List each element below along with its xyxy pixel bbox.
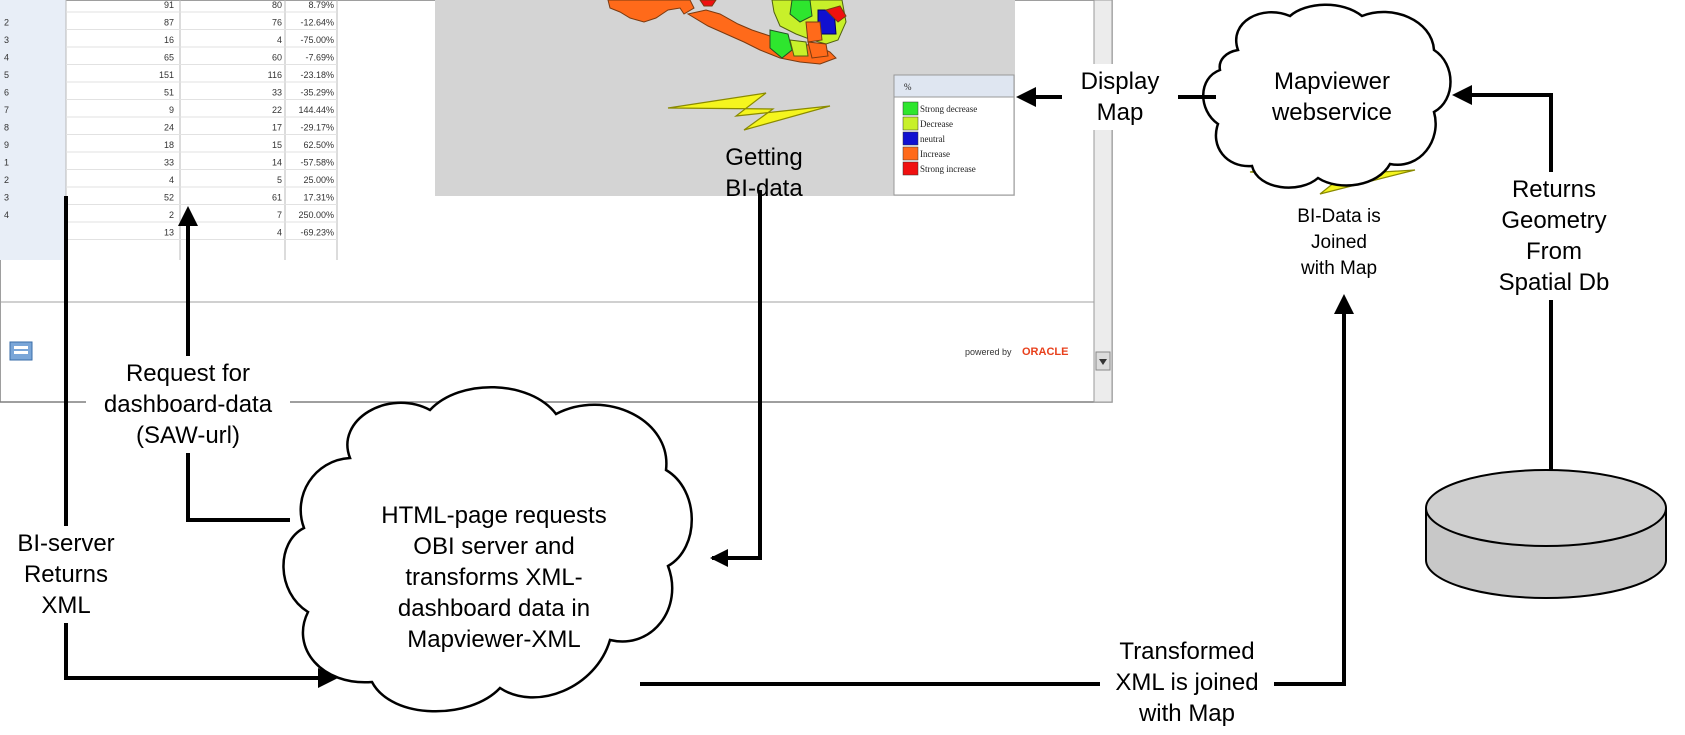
table-cell-change: -23.18% — [300, 70, 334, 80]
legend-swatch — [902, 161, 919, 176]
table-cell-change: -69.23% — [300, 228, 334, 238]
table-cell-a: 91 — [164, 0, 174, 10]
display-map-label: Display Map — [1062, 64, 1178, 130]
legend-label: Decrease — [920, 119, 953, 129]
table-cell-change: -57.58% — [300, 158, 334, 168]
table-cell-change: -35.29% — [300, 88, 334, 98]
table-cell-change: 62.50% — [303, 140, 334, 150]
legend-swatch — [902, 146, 919, 161]
table-cell-b: 61 — [272, 193, 282, 203]
table-cell-b: 116 — [268, 70, 282, 80]
table-cell-b: 14 — [272, 158, 282, 168]
table-cell-a: 24 — [164, 123, 174, 133]
row-number: 4 — [4, 210, 9, 220]
table-cell-change: 25.00% — [303, 175, 334, 185]
table-cell-b: 80 — [272, 0, 282, 10]
table-cell-b: 4 — [277, 35, 282, 45]
table-cell-change: 144.44% — [298, 105, 334, 115]
mapviewer-webservice-label: Mapviewer webservice — [1271, 68, 1393, 126]
table-cell-a: 13 — [164, 228, 174, 238]
table-cell-a: 65 — [164, 53, 174, 63]
map-region-shape — [607, 0, 695, 23]
table-cell-a: 151 — [159, 70, 174, 80]
row-number: 3 — [4, 35, 9, 45]
table-cell-change: 17.31% — [303, 193, 334, 203]
getting-bi-data-label: Getting BI-data — [725, 144, 803, 202]
legend-label: neutral — [920, 134, 945, 144]
legend-swatch — [902, 116, 919, 131]
table-cell-change: 8.79% — [308, 0, 334, 10]
bi-server-returns-xml-label: BI-server Returns XML — [4, 526, 128, 623]
table-cell-a: 87 — [164, 18, 174, 28]
table-cell-a: 2 — [169, 210, 174, 220]
table-cell-b: 17 — [272, 123, 282, 133]
table-cell-change: -12.64% — [300, 18, 334, 28]
table-cell-change: 250.00% — [298, 210, 334, 220]
row-number: 5 — [4, 70, 9, 80]
html-page-cloud — [282, 385, 693, 713]
powered-by-text: powered by — [965, 347, 1012, 357]
row-number: 6 — [4, 88, 9, 98]
row-number: 7 — [4, 105, 9, 115]
table-cell-a: 16 — [164, 35, 174, 45]
table-cell-a: 52 — [164, 193, 174, 203]
table-cell-change: -29.17% — [300, 123, 334, 133]
row-number: 4 — [4, 53, 9, 63]
legend-label: Strong increase — [920, 164, 976, 174]
table-cell-b: 7 — [277, 210, 282, 220]
spatial-database-icon — [1425, 469, 1667, 599]
table-cell-a: 9 — [169, 105, 174, 115]
mapviewer-cloud — [1202, 3, 1452, 189]
legend-swatch — [902, 101, 919, 116]
table-cell-a: 4 — [169, 175, 174, 185]
table-cell-a: 33 — [164, 158, 174, 168]
connector-arrows — [64, 93, 1553, 686]
returns-geometry-label: Returns Geometry From Spatial Db — [1480, 172, 1628, 300]
row-number: 1 — [4, 158, 9, 168]
arrow-heads — [178, 85, 1472, 688]
table-cell-a: 51 — [164, 88, 174, 98]
table-cell-b: 76 — [272, 18, 282, 28]
request-dashboard-data-label: Request for dashboard-data (SAW-url) — [86, 356, 290, 453]
bi-data-joined-label: BI-Data is Joined with Map — [1297, 206, 1381, 279]
row-number: 2 — [4, 18, 9, 28]
table-cell-change: -75.00% — [300, 35, 334, 45]
report-icon[interactable] — [9, 341, 33, 361]
table-cell-b: 15 — [272, 140, 282, 150]
legend-label: Strong decrease — [920, 104, 977, 114]
legend-swatch — [902, 131, 919, 146]
table-cell-b: 5 — [277, 175, 282, 185]
lightning-bolt-getting-data — [667, 92, 831, 131]
table-cell-a: 18 — [164, 140, 174, 150]
legend-label: Increase — [920, 149, 950, 159]
html-page-cloud-label: HTML-page requests OBI server and transf… — [381, 502, 607, 653]
row-number: 2 — [4, 175, 9, 185]
row-number: 3 — [4, 193, 9, 203]
table-cell-b: 60 — [272, 53, 282, 63]
oracle-logo: ORACLE — [1022, 346, 1068, 358]
table-cell-b: 4 — [277, 228, 282, 238]
legend-title: % — [904, 82, 912, 92]
table-cell-b: 33 — [272, 88, 282, 98]
transformed-xml-label: Transformed XML is joined with Map — [1100, 634, 1274, 731]
row-number: 8 — [4, 123, 9, 133]
table-cell-b: 22 — [272, 105, 282, 115]
table-cell-change: -7.69% — [305, 53, 334, 63]
row-number: 9 — [4, 140, 9, 150]
